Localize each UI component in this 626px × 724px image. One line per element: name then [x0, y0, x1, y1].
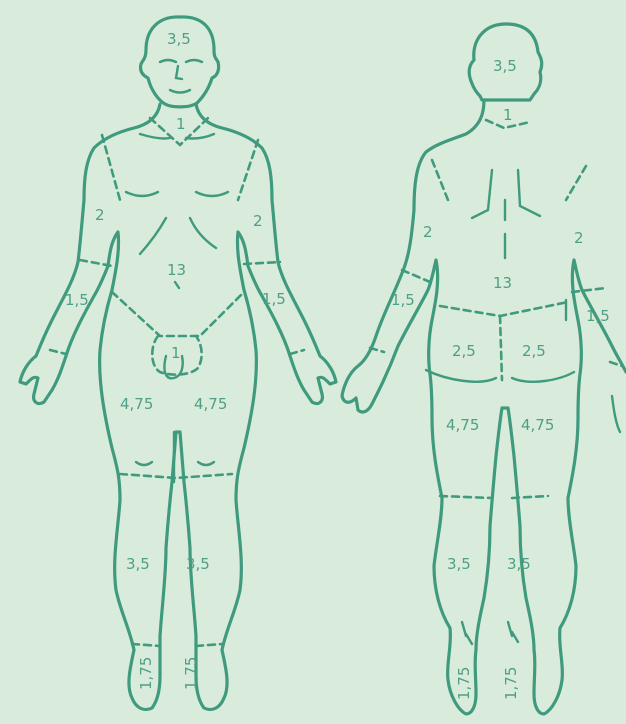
- back-leg-left-value: 3,5: [447, 555, 471, 573]
- front-genitals-value: 1: [171, 344, 181, 362]
- front-foot-left-value: 1,75: [137, 657, 155, 690]
- back-buttock-right-value: 2,5: [522, 342, 546, 360]
- front-forearm-right-value: 1,5: [262, 290, 286, 308]
- back-upper-arm-left-value: 2: [423, 223, 433, 241]
- front-foot-right-value: 1,75: [182, 657, 200, 690]
- back-leg-right-value: 3,5: [507, 555, 531, 573]
- front-upper-arm-left-value: 2: [95, 206, 105, 224]
- front-thigh-left-value: 4,75: [120, 395, 153, 413]
- back-thigh-right-value: 4,75: [521, 416, 554, 434]
- front-torso-outline: [20, 104, 336, 710]
- back-buttock-left-value: 2,5: [452, 342, 476, 360]
- back-foot-right-value: 1,75: [502, 667, 520, 700]
- back-head-value: 3,5: [493, 57, 517, 75]
- front-thigh-right-value: 4,75: [194, 395, 227, 413]
- front-upper-arm-right-value: 2: [253, 212, 263, 230]
- back-trunk-value: 13: [493, 274, 512, 292]
- back-torso-outline: [342, 100, 626, 714]
- front-leg-right-value: 3,5: [186, 555, 210, 573]
- back-neck-value: 1: [503, 106, 513, 124]
- back-figure: [342, 24, 626, 714]
- back-forearm-left-value: 1,5: [391, 291, 415, 309]
- front-forearm-left-value: 1,5: [65, 291, 89, 309]
- back-forearm-right-value: 1,5: [586, 307, 610, 325]
- back-upper-arm-right-value: 2: [574, 229, 584, 247]
- back-thigh-left-value: 4,75: [446, 416, 479, 434]
- front-leg-left-value: 3,5: [126, 555, 150, 573]
- front-head-value: 3,5: [167, 30, 191, 48]
- back-foot-left-value: 1,75: [455, 667, 473, 700]
- front-trunk-value: 13: [167, 261, 186, 279]
- front-neck-value: 1: [176, 115, 186, 133]
